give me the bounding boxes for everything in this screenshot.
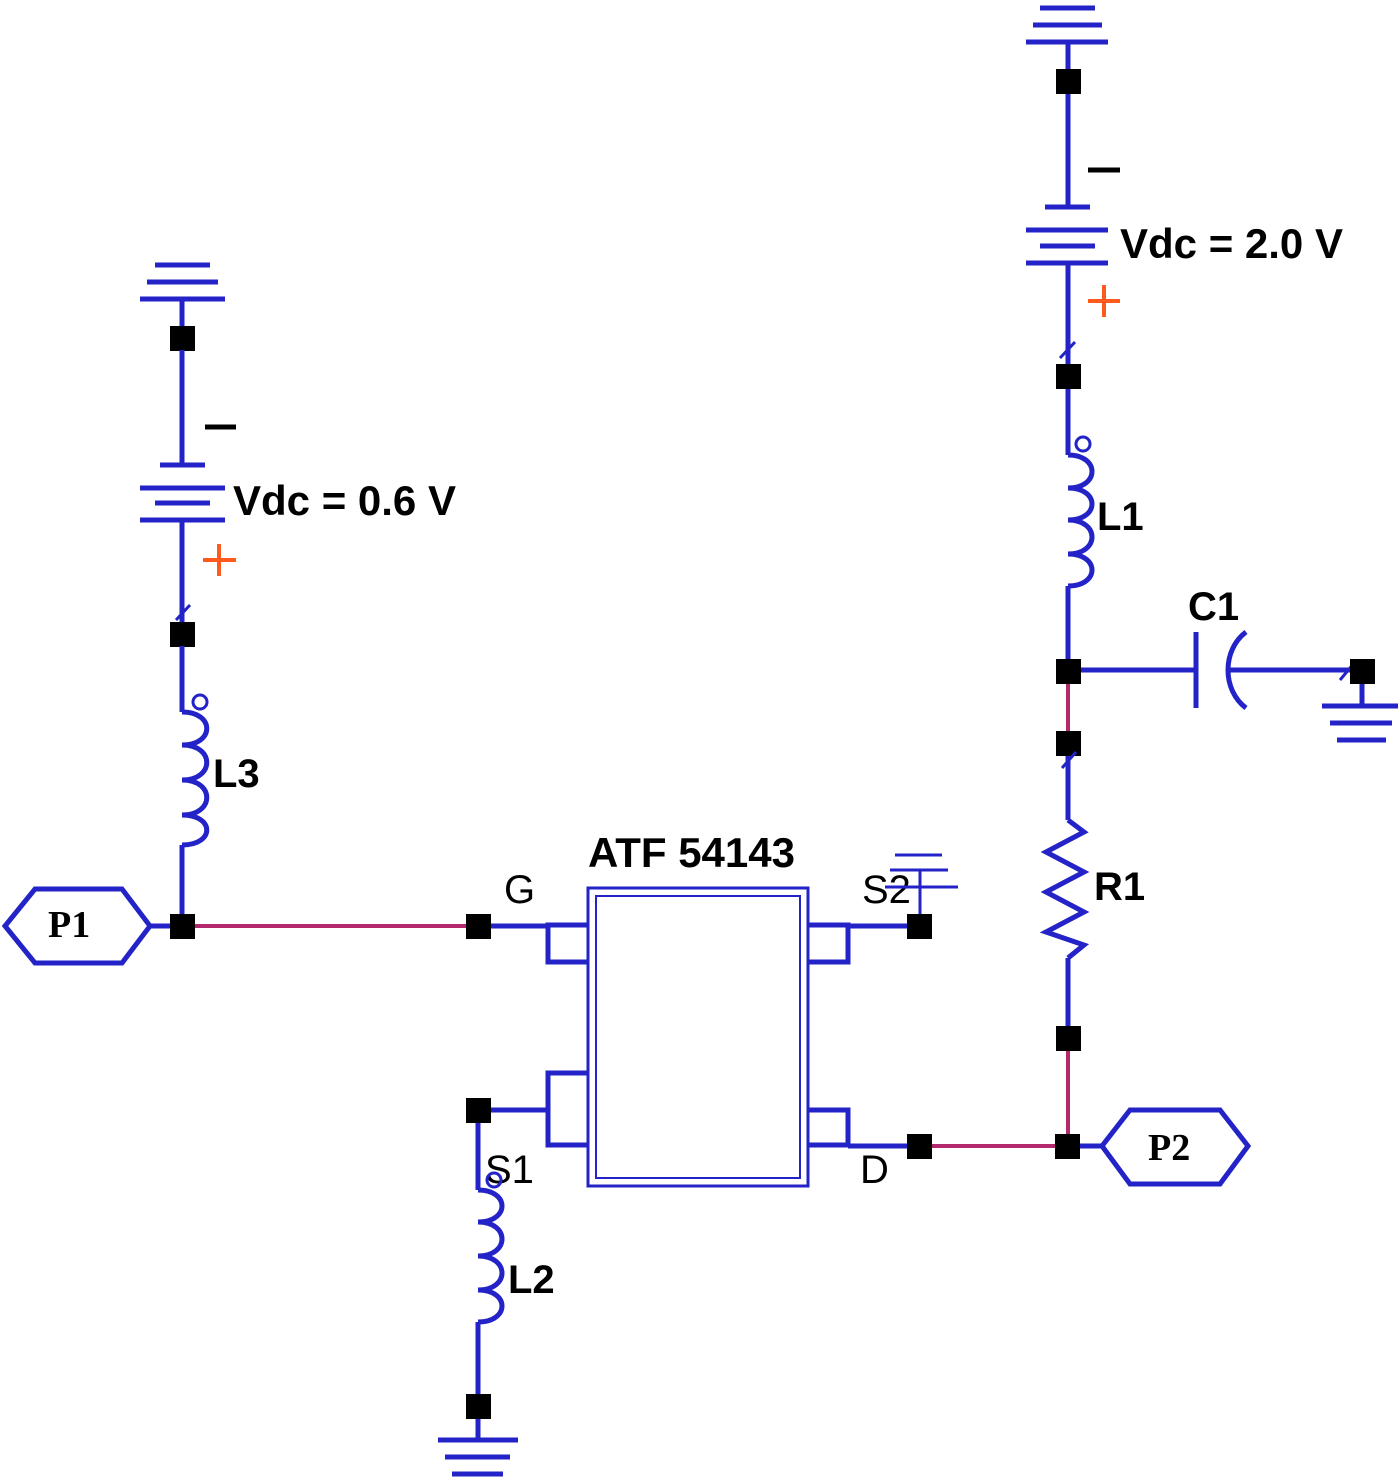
dc-source-gate[interactable]	[140, 462, 225, 523]
pin-source2-label: S2	[862, 868, 911, 912]
node[interactable]	[1056, 731, 1081, 756]
gate-source-value: Vdc = 0.6 V	[233, 477, 456, 524]
pin-tick	[174, 603, 192, 622]
node[interactable]	[170, 326, 195, 351]
port-p1[interactable]: P1	[1, 886, 154, 966]
ground-symbol-l2	[438, 1419, 518, 1477]
transistor-part-label: ATF 54143	[588, 829, 795, 876]
drain-source-value: Vdc = 2.0 V	[1120, 220, 1343, 267]
ground-symbol-c1	[1322, 684, 1398, 743]
resistor-r1[interactable]	[1039, 818, 1090, 960]
drain-bias-branch: Vdc = 2.0 V L1 C1	[1026, 5, 1398, 1134]
pin-source1-label: S1	[485, 1148, 534, 1192]
pin-tick	[1060, 751, 1078, 769]
ground-symbol-s2	[885, 853, 958, 914]
node[interactable]	[1056, 69, 1081, 94]
pin-tick	[1058, 340, 1077, 360]
inductor-l2[interactable]	[477, 1171, 505, 1325]
port-p2[interactable]: P2	[1098, 1107, 1252, 1187]
inductor-l3[interactable]	[181, 693, 210, 848]
inductor-l1-label: L1	[1097, 495, 1144, 539]
port-p1-label: P1	[48, 904, 90, 946]
capacitor-c1-label: C1	[1188, 585, 1239, 629]
port-p2-label: P2	[1148, 1127, 1190, 1169]
resistor-r1-label: R1	[1094, 865, 1145, 909]
node[interactable]	[907, 1134, 932, 1159]
inductor-l2-label: L2	[508, 1258, 555, 1302]
pin-gate-label: G	[504, 868, 535, 912]
node[interactable]	[1056, 1026, 1081, 1051]
gate-bias-branch: Vdc = 0.6 V L3	[140, 262, 456, 915]
node[interactable]	[1055, 1134, 1080, 1159]
node[interactable]	[466, 1394, 491, 1419]
node[interactable]	[466, 914, 491, 939]
dc-source-drain[interactable]	[1026, 204, 1108, 266]
transistor-atf54143[interactable]	[545, 886, 851, 1188]
node[interactable]	[907, 914, 932, 939]
node[interactable]	[466, 1098, 491, 1123]
ground-symbol-drain-source	[1026, 5, 1108, 70]
node[interactable]	[1056, 659, 1081, 684]
node[interactable]	[170, 622, 195, 647]
inductor-l1[interactable]	[1067, 435, 1095, 589]
inductor-l3-label: L3	[213, 752, 260, 796]
plus-sign	[203, 544, 236, 576]
node[interactable]	[1056, 364, 1081, 389]
plus-sign	[1088, 285, 1120, 317]
node[interactable]	[1350, 659, 1375, 684]
pin-drain-label: D	[860, 1148, 889, 1192]
node[interactable]	[170, 914, 195, 939]
